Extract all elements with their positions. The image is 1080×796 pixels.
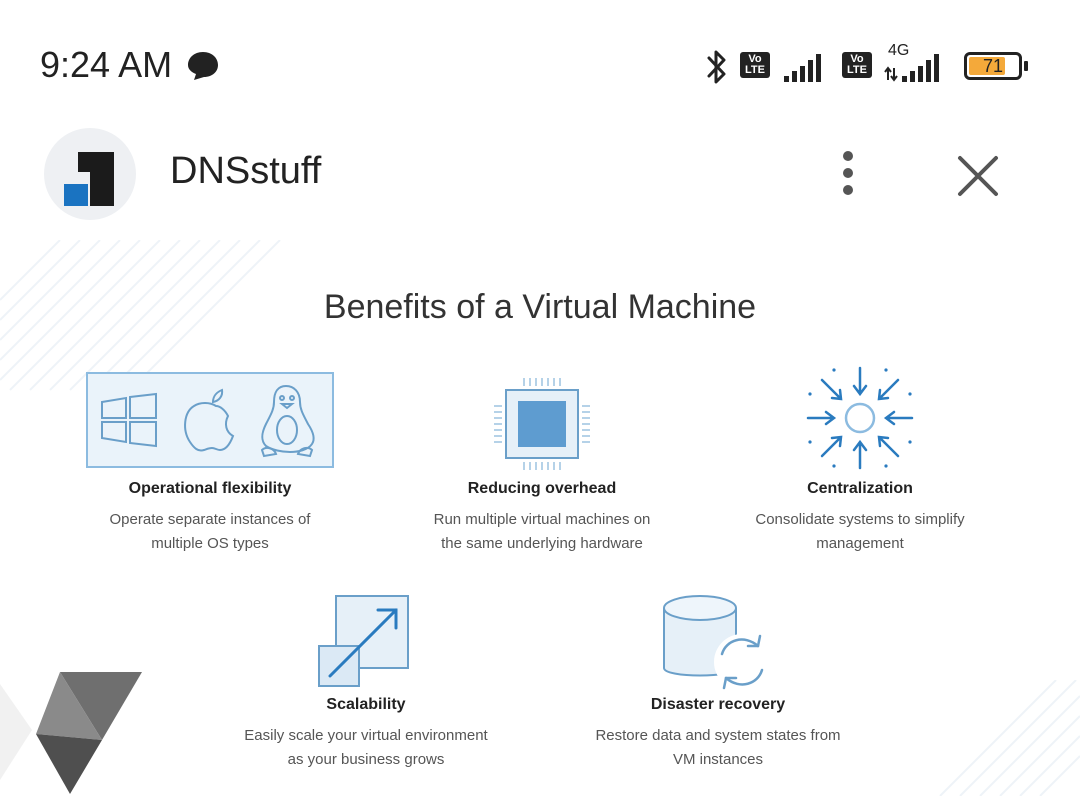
chat-bubble-icon [188,52,218,80]
bluetooth-icon [707,50,726,84]
benefit-title: Scalability [326,696,406,713]
decorative-stripes [0,240,281,391]
benefit-desc-line: Consolidate systems to simplify [755,511,965,528]
benefit-desc-line: Operate separate instances of [109,511,311,528]
dnsstuff-logo-icon [64,152,114,206]
benefit-description: Easily scale your virtual environment as… [196,724,536,772]
infographic-title: Benefits of a Virtual Machine [323,288,757,326]
benefit-description: Consolidate systems to simplify manageme… [690,508,1030,556]
cpu-chip-icon [494,378,590,470]
more-options-button[interactable] [826,148,870,198]
benefit-desc-line: Easily scale your virtual environment [244,727,488,744]
battery-fill [969,57,1005,75]
benefit-desc-line: Run multiple virtual machines on [433,511,651,528]
os-logos-icon [86,372,334,468]
app-logo [44,128,136,220]
battery-icon: 71 [964,52,1022,80]
benefit-description: Restore data and system states from VM i… [548,724,888,772]
benefit-title: Disaster recovery [650,696,786,713]
benefit-desc-line: Restore data and system states from [595,727,841,744]
benefit-title: Centralization [807,480,913,497]
network-type-label: 4G [888,42,910,59]
benefit-card-reducing-overhead: Reducing overhead Run multiple virtual m… [372,480,712,556]
benefit-card-centralization: Centralization Consolidate systems to si… [690,480,1030,556]
benefit-desc-line: management [816,535,904,552]
battery-tip [1024,61,1028,71]
signal-icon-sim1 [784,54,821,82]
article-infographic: Benefits of a Virtual Machine Operationa… [0,240,1080,796]
benefit-desc-line: as your business grows [287,751,445,768]
benefit-card-disaster-recovery: Disaster recovery Restore data and syste… [548,696,888,772]
status-time: 9:24 AM [40,44,173,85]
benefit-desc-line: VM instances [672,751,764,768]
benefit-title: Operational flexibility [128,480,292,497]
database-restore-icon [663,595,770,690]
benefit-card-scalability: Scalability Easily scale your virtual en… [196,696,536,772]
benefit-description: Run multiple virtual machines on the sam… [372,508,712,556]
close-button[interactable] [950,148,1006,204]
decorative-triangle [0,672,142,794]
decorative-stripes-bottom [939,680,1080,796]
app-header: DNSstuff [0,120,1080,230]
signal-icon-sim2 [884,54,939,82]
scale-up-icon [318,595,409,687]
benefit-desc-line: multiple OS types [151,535,269,552]
benefit-description: Operate separate instances of multiple O… [40,508,380,556]
battery-level: 71 [982,56,1004,76]
benefit-title: Reducing overhead [467,480,617,497]
benefit-desc-line: the same underlying hardware [441,535,643,552]
converging-arrows-icon [806,366,914,470]
app-title: DNSstuff [170,150,322,192]
benefit-card-operational-flexibility: Operational flexibility Operate separate… [40,480,380,556]
